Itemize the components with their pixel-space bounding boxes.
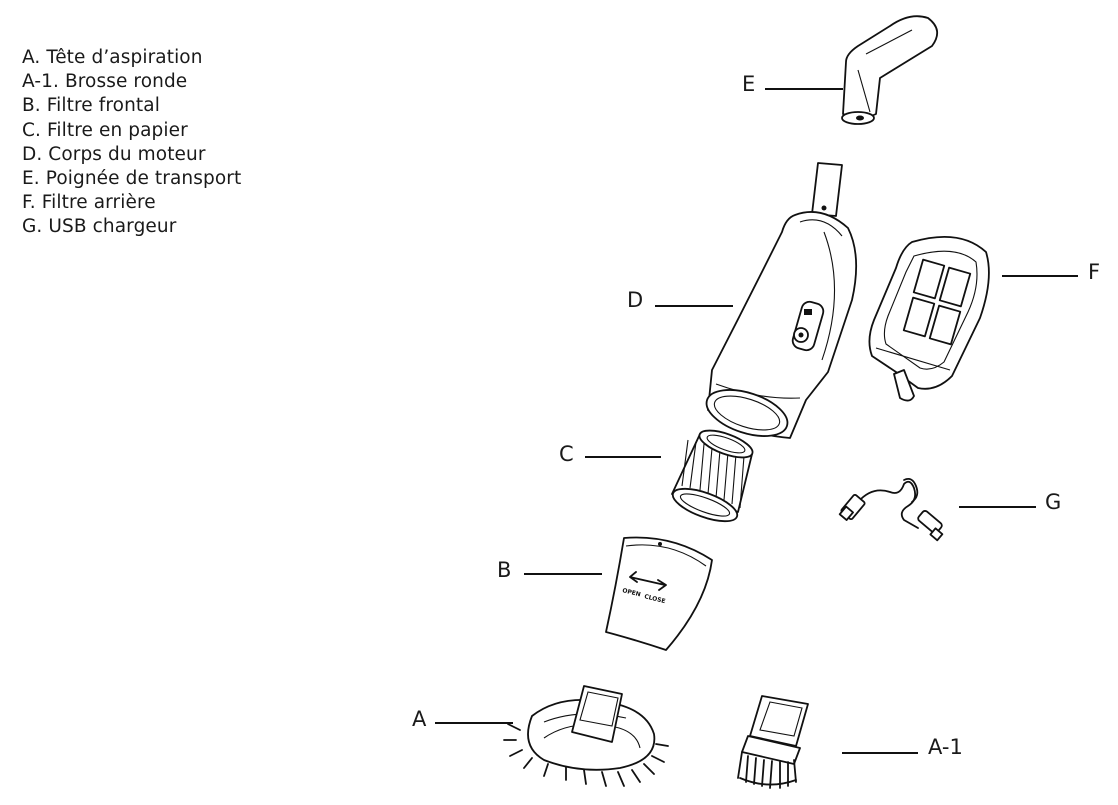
suction-head-drawing (503, 685, 669, 787)
leader-line-a (435, 722, 513, 724)
callout-label-f: F (1088, 260, 1101, 284)
motor-body-drawing (705, 162, 858, 439)
legend-item-c: C. Filtre en papier (22, 119, 188, 141)
usb-charger-drawing (838, 477, 944, 542)
callout-label-g: G (1045, 490, 1062, 514)
rear-filter-drawing (868, 235, 990, 402)
legend-item-f: F. Filtre arrière (22, 192, 156, 214)
leader-line-g (959, 506, 1036, 508)
callout-label-b: B (497, 558, 512, 582)
callout-label-c: C (559, 442, 574, 466)
callout-label-a1: A-1 (928, 735, 963, 759)
parts-legend: A. Tête d’aspiration A-1. Brosse ronde B… (22, 46, 241, 240)
legend-item-e: E. Poignée de transport (22, 168, 242, 190)
leader-line-b (524, 573, 602, 575)
leader-line-a1 (842, 752, 918, 754)
paper-filter-drawing (671, 429, 754, 523)
leader-line-e (765, 88, 843, 90)
legend-item-d: D. Corps du moteur (22, 143, 206, 165)
callout-label-e: E (742, 72, 756, 96)
leader-line-d (655, 305, 733, 307)
callout-label-d: D (627, 288, 644, 312)
legend-item-g: G. USB chargeur (22, 216, 177, 238)
callout-label-a: A (412, 707, 427, 731)
legend-item-a1: A-1. Brosse ronde (22, 71, 188, 93)
legend-item-a: A. Tête d’aspiration (22, 47, 203, 68)
leader-line-c (585, 456, 661, 458)
front-filter-drawing: OPEN CLOSE (605, 536, 713, 651)
leader-line-f (1002, 275, 1078, 277)
legend-item-b: B. Filtre frontal (22, 95, 160, 117)
filter-open-marking: OPEN (622, 587, 642, 598)
round-brush-drawing (737, 695, 809, 789)
carrying-handle-drawing (841, 15, 938, 125)
